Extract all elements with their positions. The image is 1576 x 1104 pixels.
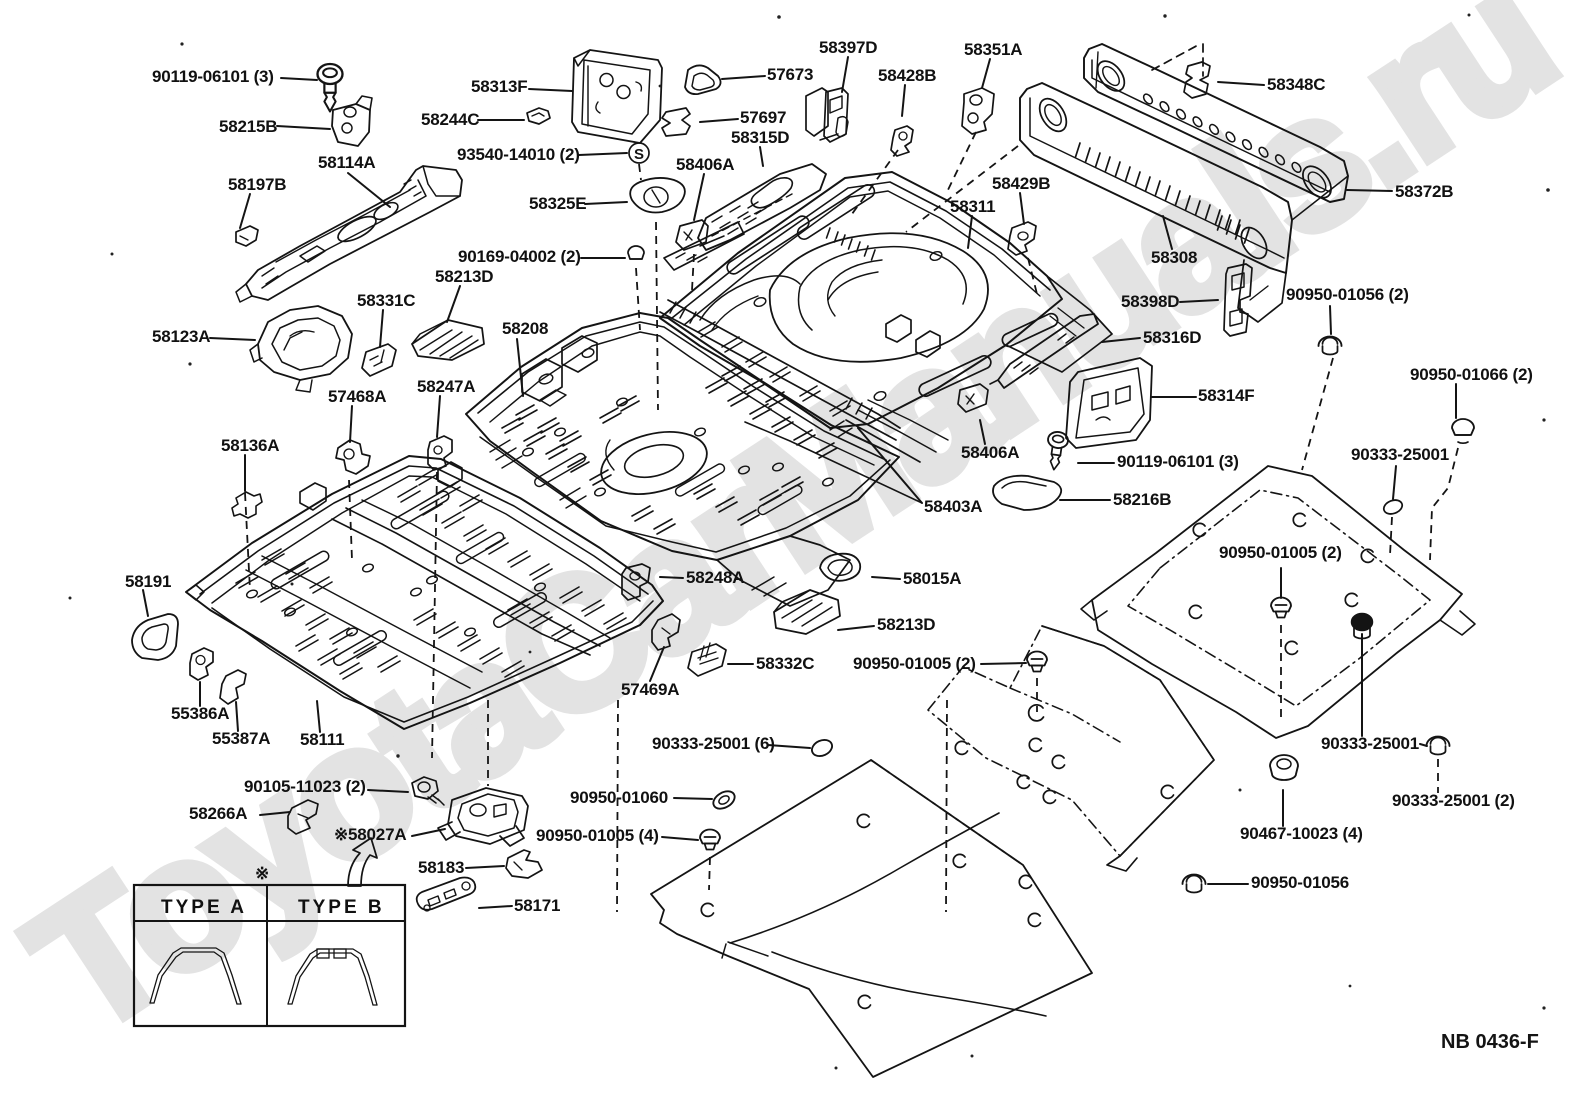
svg-text:58398D: 58398D — [1121, 292, 1179, 311]
svg-text:S: S — [634, 146, 644, 163]
svg-text:57697: 57697 — [740, 108, 786, 127]
svg-text:90119-06101 (3): 90119-06101 (3) — [1117, 452, 1239, 471]
svg-text:58213D: 58213D — [435, 267, 493, 286]
svg-text:90333-25001: 90333-25001 — [1351, 445, 1449, 464]
svg-text:90950-01056 (2): 90950-01056 (2) — [1286, 285, 1409, 304]
svg-text:58331C: 58331C — [357, 291, 415, 310]
svg-text:58123A: 58123A — [152, 327, 210, 346]
svg-text:90169-04002 (2): 90169-04002 (2) — [458, 247, 581, 266]
svg-text:58403A: 58403A — [924, 497, 982, 516]
svg-text:58397D: 58397D — [819, 38, 877, 57]
svg-text:58136A: 58136A — [221, 436, 279, 455]
svg-text:58316D: 58316D — [1143, 328, 1201, 347]
svg-text:58313F: 58313F — [471, 77, 527, 96]
svg-text:※: ※ — [255, 864, 269, 883]
svg-text:58372B: 58372B — [1395, 182, 1453, 201]
svg-text:58208: 58208 — [502, 319, 548, 338]
svg-text:58247A: 58247A — [417, 377, 475, 396]
svg-text:58171: 58171 — [514, 896, 560, 915]
svg-text:TYPE B: TYPE B — [298, 897, 385, 918]
svg-text:TYPE A: TYPE A — [161, 897, 247, 918]
svg-text:58332C: 58332C — [756, 654, 814, 673]
svg-text:90950-01066 (2): 90950-01066 (2) — [1410, 365, 1533, 384]
svg-text:58315D: 58315D — [731, 128, 789, 147]
svg-text:57468A: 57468A — [328, 387, 386, 406]
svg-text:58197B: 58197B — [228, 175, 286, 194]
svg-text:90950-01056: 90950-01056 — [1251, 873, 1349, 892]
svg-text:90950-01060: 90950-01060 — [570, 788, 668, 807]
svg-text:90950-01005 (2): 90950-01005 (2) — [1219, 543, 1342, 562]
svg-text:57469A: 57469A — [621, 680, 679, 699]
svg-text:55386A: 55386A — [171, 704, 229, 723]
svg-text:58244C: 58244C — [421, 110, 479, 129]
svg-text:58348C: 58348C — [1267, 75, 1325, 94]
svg-text:93540-14010 (2): 93540-14010 (2) — [457, 145, 580, 164]
svg-text:55387A: 55387A — [212, 729, 270, 748]
svg-text:58216B: 58216B — [1113, 490, 1171, 509]
svg-text:58314F: 58314F — [1198, 386, 1254, 405]
svg-text:90467-10023 (4): 90467-10023 (4) — [1240, 824, 1363, 843]
svg-text:58015A: 58015A — [903, 569, 961, 588]
svg-text:58215B: 58215B — [219, 117, 277, 136]
svg-text:90105-11023 (2): 90105-11023 (2) — [244, 777, 366, 796]
svg-text:90119-06101 (3): 90119-06101 (3) — [152, 67, 274, 86]
svg-text:90333-25001 (6): 90333-25001 (6) — [652, 734, 775, 753]
svg-text:58183: 58183 — [418, 858, 464, 877]
svg-text:58308: 58308 — [1151, 248, 1197, 267]
svg-text:58266A: 58266A — [189, 804, 247, 823]
svg-text:※58027A: ※58027A — [334, 825, 406, 844]
svg-text:58406A: 58406A — [676, 155, 734, 174]
svg-text:90333-25001: 90333-25001 — [1321, 734, 1419, 753]
svg-text:58191: 58191 — [125, 572, 171, 591]
svg-text:58428B: 58428B — [878, 66, 936, 85]
svg-text:58213D: 58213D — [877, 615, 935, 634]
svg-text:58429B: 58429B — [992, 174, 1050, 193]
svg-text:58114A: 58114A — [318, 153, 375, 172]
svg-text:58248A: 58248A — [686, 568, 744, 587]
svg-text:90950-01005 (2): 90950-01005 (2) — [853, 654, 976, 673]
svg-text:57673: 57673 — [767, 65, 813, 84]
svg-text:NB 0436-F: NB 0436-F — [1441, 1031, 1539, 1053]
svg-text:58406A: 58406A — [961, 443, 1019, 462]
svg-text:90333-25001 (2): 90333-25001 (2) — [1392, 791, 1515, 810]
svg-text:58311: 58311 — [950, 197, 995, 216]
svg-text:58325E: 58325E — [529, 194, 586, 213]
svg-text:90950-01005 (4): 90950-01005 (4) — [536, 826, 659, 845]
svg-text:58351A: 58351A — [964, 40, 1022, 59]
svg-text:58111: 58111 — [300, 730, 344, 749]
